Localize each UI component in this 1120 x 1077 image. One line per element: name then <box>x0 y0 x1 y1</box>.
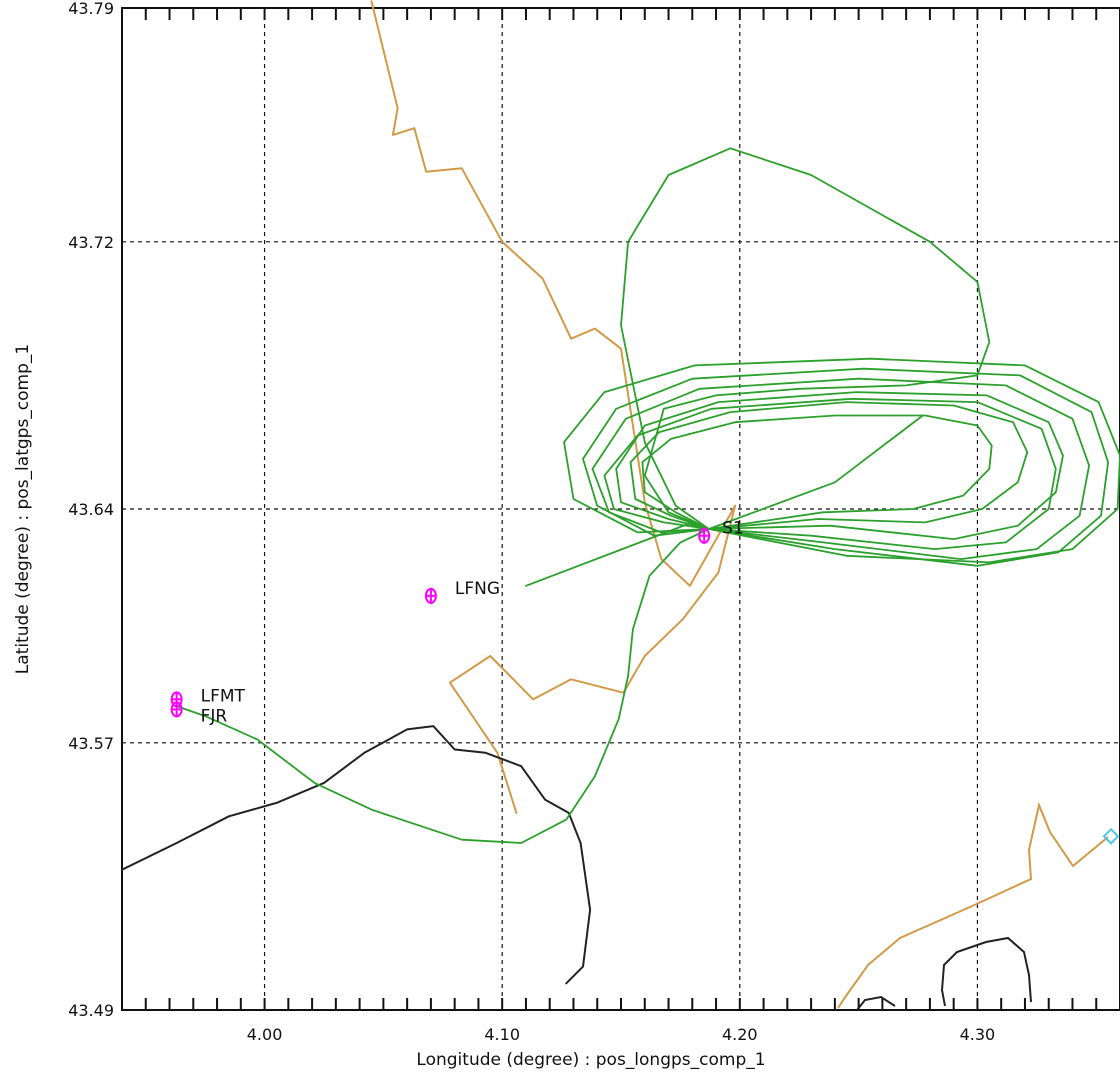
y-tick-label: 43.57 <box>68 734 114 753</box>
series-line <box>641 414 993 530</box>
series-line <box>175 521 710 844</box>
series-line <box>582 367 1109 567</box>
series-line <box>121 725 592 985</box>
series-line <box>629 401 1029 530</box>
x-axis-label: Longitude (degree) : pos_longps_comp_1 <box>416 1050 765 1070</box>
series-line <box>940 936 1032 1007</box>
y-tick-label: 43.64 <box>68 500 114 519</box>
axis-labels: 4.00 4.10 4.20 4.30 43.49 43.57 43.64 43.72 43.7… <box>13 0 995 1070</box>
series-line <box>563 357 1120 564</box>
station-marker <box>170 701 183 718</box>
x-tick-label: 4.30 <box>960 1025 996 1044</box>
x-tick-label: 4.10 <box>484 1025 520 1044</box>
y-tick-label: 43.49 <box>68 1001 114 1020</box>
series-line <box>708 414 924 530</box>
marker-label: FJR <box>201 706 228 726</box>
x-tick-label: 4.20 <box>722 1025 758 1044</box>
station-markers <box>170 527 1120 845</box>
marker-label: LFNG <box>455 579 500 599</box>
series-line <box>370 0 737 814</box>
track-series <box>121 0 1120 1011</box>
series-line <box>856 995 896 1011</box>
series-line <box>837 801 1109 1009</box>
series-line <box>620 147 991 530</box>
series-line <box>603 397 1057 550</box>
cyan-diamond-marker <box>1102 827 1120 845</box>
station-marker <box>698 527 711 544</box>
y-tick-label: 43.79 <box>68 0 114 18</box>
y-tick-label: 43.72 <box>68 233 114 252</box>
y-axis-label: Latitude (degree) : pos_latgps_comp_1 <box>13 344 33 674</box>
x-tick-label: 4.00 <box>247 1025 283 1044</box>
marker-label: LFMT <box>201 686 246 706</box>
grid-lines <box>122 8 1120 1010</box>
tick-marks <box>121 8 1120 1010</box>
marker-label: S1 <box>722 519 744 539</box>
station-marker <box>424 587 437 604</box>
series-line <box>591 377 1090 560</box>
series-line <box>615 391 1064 540</box>
